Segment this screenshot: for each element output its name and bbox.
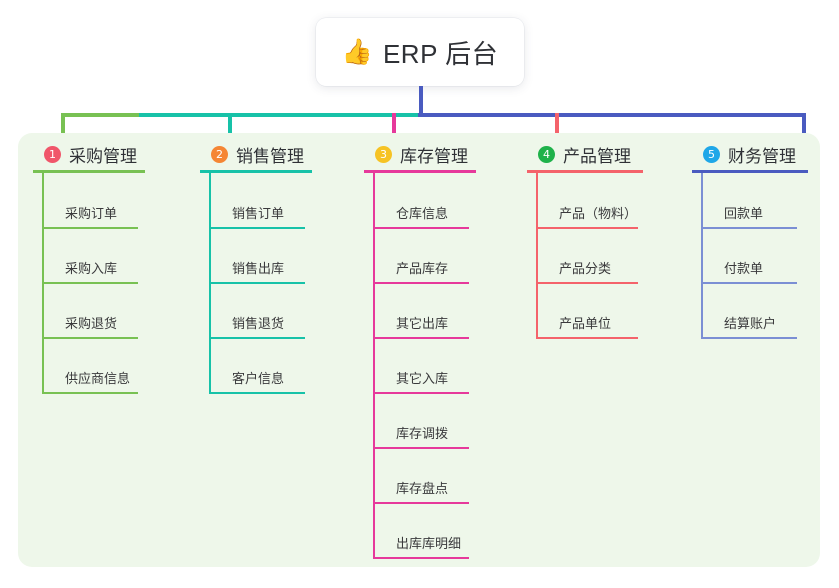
leaf-node[interactable]: 出库库明细 bbox=[373, 529, 469, 559]
leaf-node-label: 出库库明细 bbox=[396, 536, 462, 551]
column-title: 库存管理 bbox=[400, 147, 468, 166]
page-title: ERP 后台 bbox=[382, 38, 499, 69]
leaf-node-underline bbox=[42, 227, 138, 229]
leaf-node-label: 库存盘点 bbox=[396, 481, 449, 496]
number-badge-icon: 2 bbox=[211, 146, 228, 163]
leaf-node-underline bbox=[373, 447, 469, 449]
leaf-node[interactable]: 销售订单 bbox=[209, 199, 305, 229]
leaf-node-label: 回款单 bbox=[724, 206, 764, 221]
leaf-node[interactable]: 产品单位 bbox=[536, 309, 638, 339]
leaf-node-underline bbox=[536, 337, 638, 339]
leaf-node-label: 销售退货 bbox=[232, 316, 285, 331]
leaf-node-label: 仓库信息 bbox=[396, 206, 449, 221]
leaf-node-label: 产品单位 bbox=[559, 316, 612, 331]
leaf-node-label: 采购入库 bbox=[65, 261, 118, 276]
number-badge-icon: 1 bbox=[44, 146, 61, 163]
leaf-node-label: 销售订单 bbox=[232, 206, 285, 221]
column-header-1[interactable]: 1 采购管理 bbox=[44, 142, 137, 167]
leaf-node-underline bbox=[42, 282, 138, 284]
leaf-node-label: 采购退货 bbox=[65, 316, 118, 331]
leaf-node-label: 销售出库 bbox=[232, 261, 285, 276]
column-header-3[interactable]: 3 库存管理 bbox=[375, 142, 468, 167]
leaf-node[interactable]: 产品分类 bbox=[536, 254, 638, 284]
column-spine bbox=[701, 173, 703, 339]
leaf-node-underline bbox=[373, 392, 469, 394]
connector-bus-blue bbox=[418, 113, 806, 117]
root-node-card[interactable]: 👍 ERP 后台 bbox=[316, 18, 524, 86]
thumbs-up-icon: 👍 bbox=[341, 37, 373, 66]
column-underline bbox=[527, 170, 643, 173]
connector-stem bbox=[419, 86, 423, 113]
leaf-node-label: 采购订单 bbox=[65, 206, 118, 221]
diagram-panel: 1 采购管理采购订单采购入库采购退货供应商信息 2 销售管理销售订单销售出库销售退货客… bbox=[18, 133, 820, 567]
leaf-node[interactable]: 库存盘点 bbox=[373, 474, 469, 504]
column-underline bbox=[364, 170, 476, 173]
leaf-node[interactable]: 回款单 bbox=[701, 199, 797, 229]
column-underline bbox=[692, 170, 808, 173]
connector-drop-1 bbox=[61, 113, 65, 141]
leaf-node-label: 客户信息 bbox=[232, 371, 285, 386]
column-header-4[interactable]: 4 产品管理 bbox=[538, 142, 631, 167]
leaf-node[interactable]: 采购退货 bbox=[42, 309, 138, 339]
leaf-node-underline bbox=[209, 392, 305, 394]
leaf-node[interactable]: 其它入库 bbox=[373, 364, 469, 394]
leaf-node-label: 产品库存 bbox=[396, 261, 449, 276]
leaf-node-label: 其它入库 bbox=[396, 371, 449, 386]
leaf-node[interactable]: 客户信息 bbox=[209, 364, 305, 394]
leaf-node[interactable]: 其它出库 bbox=[373, 309, 469, 339]
root-node-content: 👍 ERP 后台 bbox=[342, 34, 498, 71]
number-badge-icon: 3 bbox=[375, 146, 392, 163]
connector-bus-teal bbox=[139, 113, 418, 117]
connector-drop-3 bbox=[392, 113, 396, 141]
column-header-2[interactable]: 2 销售管理 bbox=[211, 142, 304, 167]
column-title: 产品管理 bbox=[563, 147, 631, 166]
leaf-node-underline bbox=[373, 502, 469, 504]
leaf-node[interactable]: 库存调拨 bbox=[373, 419, 469, 449]
column-title: 采购管理 bbox=[69, 147, 137, 166]
leaf-node-underline bbox=[209, 282, 305, 284]
leaf-node-label: 产品（物料） bbox=[559, 206, 638, 221]
leaf-node-underline bbox=[373, 557, 469, 559]
leaf-node-label: 结算账户 bbox=[724, 316, 777, 331]
leaf-node-underline bbox=[536, 227, 638, 229]
leaf-node[interactable]: 供应商信息 bbox=[42, 364, 138, 394]
leaf-node-label: 供应商信息 bbox=[65, 371, 131, 386]
leaf-node-label: 其它出库 bbox=[396, 316, 449, 331]
leaf-node-underline bbox=[373, 227, 469, 229]
column-underline bbox=[200, 170, 312, 173]
column-underline bbox=[33, 170, 145, 173]
leaf-node-underline bbox=[42, 337, 138, 339]
leaf-node-underline bbox=[209, 337, 305, 339]
column-header-5[interactable]: 5 财务管理 bbox=[703, 142, 796, 167]
number-badge-icon: 4 bbox=[538, 146, 555, 163]
leaf-node[interactable]: 结算账户 bbox=[701, 309, 797, 339]
leaf-node[interactable]: 销售退货 bbox=[209, 309, 305, 339]
leaf-node-underline bbox=[536, 282, 638, 284]
column-spine bbox=[536, 173, 538, 339]
leaf-node[interactable]: 仓库信息 bbox=[373, 199, 469, 229]
number-badge-icon: 5 bbox=[703, 146, 720, 163]
column-title: 销售管理 bbox=[236, 147, 304, 166]
leaf-node-label: 库存调拨 bbox=[396, 426, 449, 441]
leaf-node[interactable]: 销售出库 bbox=[209, 254, 305, 284]
leaf-node-underline bbox=[373, 337, 469, 339]
leaf-node-underline bbox=[42, 392, 138, 394]
connector-drop-5 bbox=[802, 113, 806, 141]
leaf-node[interactable]: 产品（物料） bbox=[536, 199, 638, 229]
leaf-node[interactable]: 采购订单 bbox=[42, 199, 138, 229]
leaf-node-label: 付款单 bbox=[724, 261, 764, 276]
connector-drop-2 bbox=[228, 113, 232, 141]
connector-drop-4 bbox=[555, 113, 559, 141]
leaf-node-underline bbox=[701, 227, 797, 229]
leaf-node-underline bbox=[701, 282, 797, 284]
leaf-node-underline bbox=[209, 227, 305, 229]
leaf-node[interactable]: 产品库存 bbox=[373, 254, 469, 284]
leaf-node[interactable]: 采购入库 bbox=[42, 254, 138, 284]
column-title: 财务管理 bbox=[728, 147, 796, 166]
leaf-node-label: 产品分类 bbox=[559, 261, 612, 276]
column-spine bbox=[373, 173, 375, 559]
leaf-node[interactable]: 付款单 bbox=[701, 254, 797, 284]
leaf-node-underline bbox=[701, 337, 797, 339]
leaf-node-underline bbox=[373, 282, 469, 284]
